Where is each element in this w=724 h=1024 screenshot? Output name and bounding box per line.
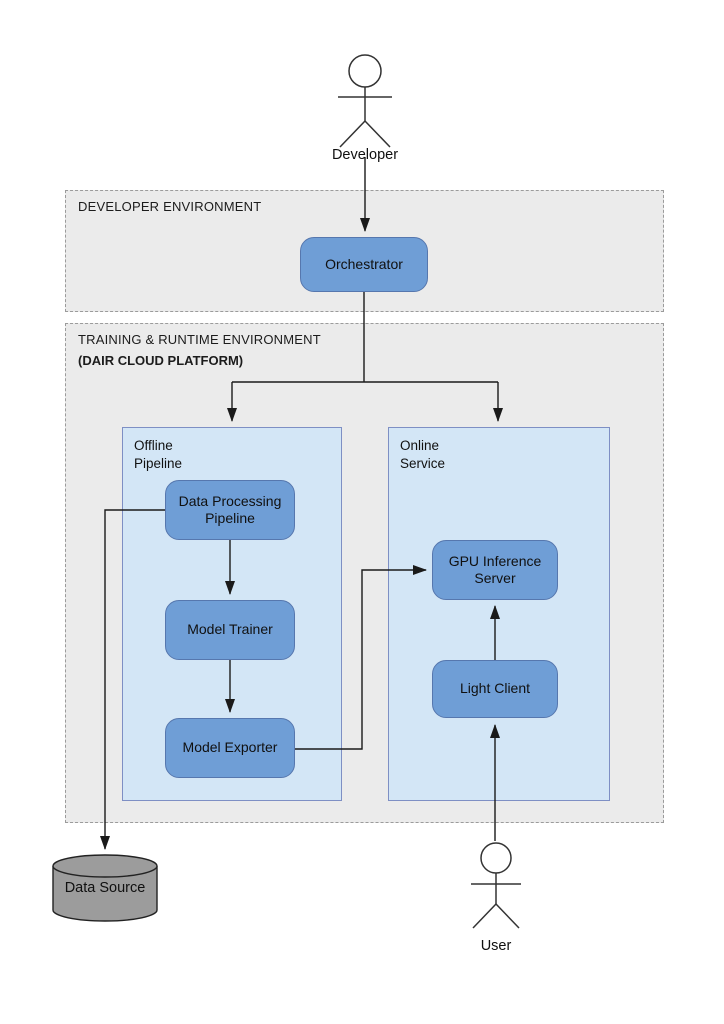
developer-actor-icon [338, 54, 392, 148]
online-service-container: Online Service [388, 427, 610, 801]
node-model-trainer: Model Trainer [165, 600, 295, 660]
user-actor-label: User [480, 938, 512, 954]
user-actor-icon [471, 842, 521, 929]
developer-environment-title: DEVELOPER ENVIRONMENT [78, 199, 262, 214]
dair-cloud-platform-subtitle: (DAIR CLOUD PLATFORM) [78, 353, 244, 368]
node-orchestrator-label: Orchestrator [325, 255, 403, 272]
node-light-client-label: Light Client [459, 680, 531, 697]
online-service-label: Online Service [400, 438, 446, 471]
node-model-exporter-label: Model Exporter [182, 739, 278, 756]
node-data-processing-pipeline-label: Data Processing Pipeline [178, 492, 282, 527]
data-source-label: Data Source [64, 880, 146, 896]
training-runtime-environment-title: TRAINING & RUNTIME ENVIRONMENT [78, 332, 321, 347]
node-gpu-inference-server-label: GPU Inference Server [448, 552, 542, 587]
developer-actor-label: Developer [331, 147, 399, 163]
node-orchestrator: Orchestrator [300, 237, 428, 292]
offline-pipeline-label: Offline Pipeline [134, 438, 183, 471]
node-model-exporter: Model Exporter [165, 718, 295, 778]
node-light-client: Light Client [432, 660, 558, 718]
node-model-trainer-label: Model Trainer [187, 621, 273, 638]
node-data-processing-pipeline: Data Processing Pipeline [165, 480, 295, 540]
node-gpu-inference-server: GPU Inference Server [432, 540, 558, 600]
